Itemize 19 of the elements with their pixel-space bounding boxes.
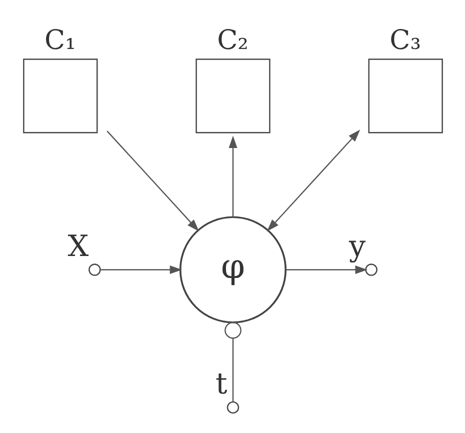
node-circle [88, 264, 100, 276]
arrow [266, 130, 360, 232]
arrow [106, 130, 199, 232]
arrow [228, 136, 237, 218]
node-label: y [348, 228, 366, 263]
node-label: X [67, 228, 88, 263]
node-label: C₁ [44, 24, 76, 56]
arrow [100, 265, 182, 274]
node-circle [226, 401, 239, 414]
node-label: C₃ [389, 24, 421, 56]
arrow [285, 265, 367, 274]
node-label: C₂ [216, 24, 248, 56]
node-circle: φ [178, 216, 286, 324]
node-label: t [214, 366, 227, 401]
node-box [368, 58, 442, 134]
node-box [195, 58, 270, 134]
node-box [22, 58, 98, 134]
node-circle [364, 264, 377, 276]
connector [224, 322, 241, 402]
